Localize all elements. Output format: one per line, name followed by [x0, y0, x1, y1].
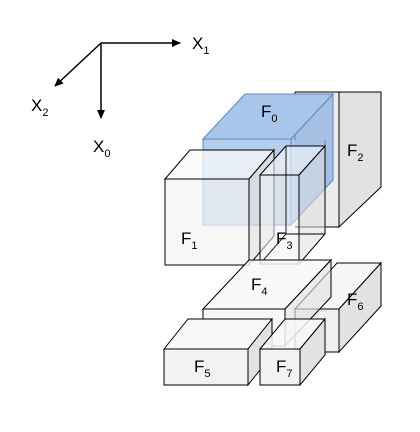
block-f7[interactable]: F7	[258, 317, 327, 387]
block-f4-label: F4	[251, 275, 268, 298]
x1-axis-label: X1	[192, 34, 209, 57]
block-f1[interactable]: F1	[163, 148, 276, 267]
block-f3-label: F3	[276, 229, 293, 252]
block-f3[interactable]: F3	[258, 144, 327, 266]
x0-axis-label: X0	[93, 137, 110, 160]
axes-group: X1 X2 X0	[31, 34, 209, 160]
x2-axis-label: X2	[31, 96, 48, 119]
block-f0-label: F0	[261, 102, 278, 125]
x2-axis-arrow	[54, 42, 102, 87]
block-f1-label: F1	[181, 229, 198, 252]
block-f5[interactable]: F5	[162, 317, 274, 387]
block-f7-label: F7	[276, 357, 293, 380]
block-f6-label: F6	[347, 290, 364, 313]
block-f2-label: F2	[347, 141, 364, 164]
block-f5-label: F5	[194, 357, 211, 380]
